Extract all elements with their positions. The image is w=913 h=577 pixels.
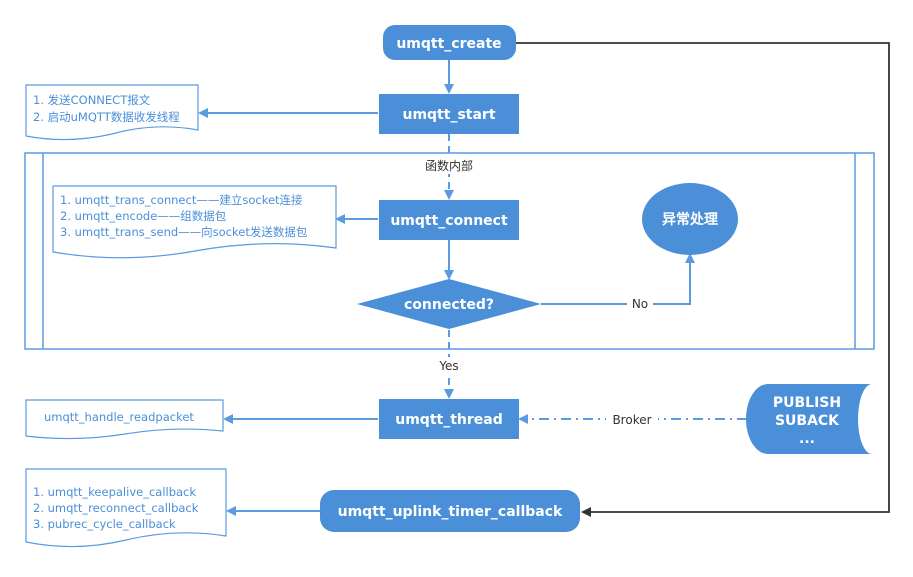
svg-text:umqtt_thread: umqtt_thread — [395, 412, 503, 428]
node-umqtt-thread: umqtt_thread — [379, 399, 519, 439]
node-umqtt-connect: umqtt_connect — [379, 200, 519, 240]
svg-text:PUBLISH: PUBLISH — [773, 395, 841, 411]
svg-text:2. umqtt_encode——组数据包: 2. umqtt_encode——组数据包 — [60, 209, 227, 223]
edge-create-to-timer — [516, 42, 890, 517]
node-exception-handling: 异常处理 — [642, 183, 738, 255]
svg-text:3. umqtt_trans_send——向socket发送: 3. umqtt_trans_send——向socket发送数据包 — [60, 225, 308, 239]
svg-text:umqtt_handle_readpacket: umqtt_handle_readpacket — [44, 410, 194, 424]
svg-text:异常处理: 异常处理 — [662, 211, 718, 228]
svg-text:3. pubrec_cycle_callback: 3. pubrec_cycle_callback — [33, 517, 176, 531]
note-start: 1. 发送CONNECT报文 2. 启动uMQTT数据收发线程 — [25, 84, 199, 141]
svg-text:2. 启动uMQTT数据收发线程: 2. 启动uMQTT数据收发线程 — [33, 110, 180, 124]
svg-text:connected?: connected? — [404, 297, 494, 313]
node-umqtt-create: umqtt_create — [383, 25, 516, 60]
svg-text:SUBACK: SUBACK — [775, 413, 840, 429]
edge-decision-no — [541, 253, 695, 305]
svg-text:...: ... — [799, 431, 815, 447]
svg-text:1. umqtt_keepalive_callback: 1. umqtt_keepalive_callback — [33, 485, 196, 499]
label-yes: Yes — [438, 359, 458, 373]
node-broker-messages: PUBLISH SUBACK ... — [746, 384, 872, 454]
svg-text:1. 发送CONNECT报文: 1. 发送CONNECT报文 — [33, 93, 151, 107]
svg-text:2. umqtt_reconnect_callback: 2. umqtt_reconnect_callback — [33, 501, 199, 515]
svg-text:1. umqtt_trans_connect——建立sock: 1. umqtt_trans_connect——建立socket连接 — [60, 193, 303, 207]
svg-text:umqtt_create: umqtt_create — [396, 36, 501, 52]
node-umqtt-start: umqtt_start — [379, 94, 519, 134]
svg-text:umqtt_uplink_timer_callback: umqtt_uplink_timer_callback — [338, 504, 563, 520]
label-internal: 函数内部 — [425, 158, 473, 173]
label-broker: Broker — [612, 413, 651, 427]
svg-text:umqtt_start: umqtt_start — [402, 107, 495, 123]
note-connect: 1. umqtt_trans_connect——建立socket连接 2. um… — [52, 185, 337, 259]
label-no: No — [632, 297, 648, 311]
node-connected-decision: connected? — [357, 279, 541, 329]
node-umqtt-uplink-timer-callback: umqtt_uplink_timer_callback — [320, 490, 580, 532]
note-timer: 1. umqtt_keepalive_callback 2. umqtt_rec… — [25, 468, 227, 548]
svg-text:umqtt_connect: umqtt_connect — [390, 213, 508, 229]
note-thread: umqtt_handle_readpacket — [25, 399, 224, 440]
